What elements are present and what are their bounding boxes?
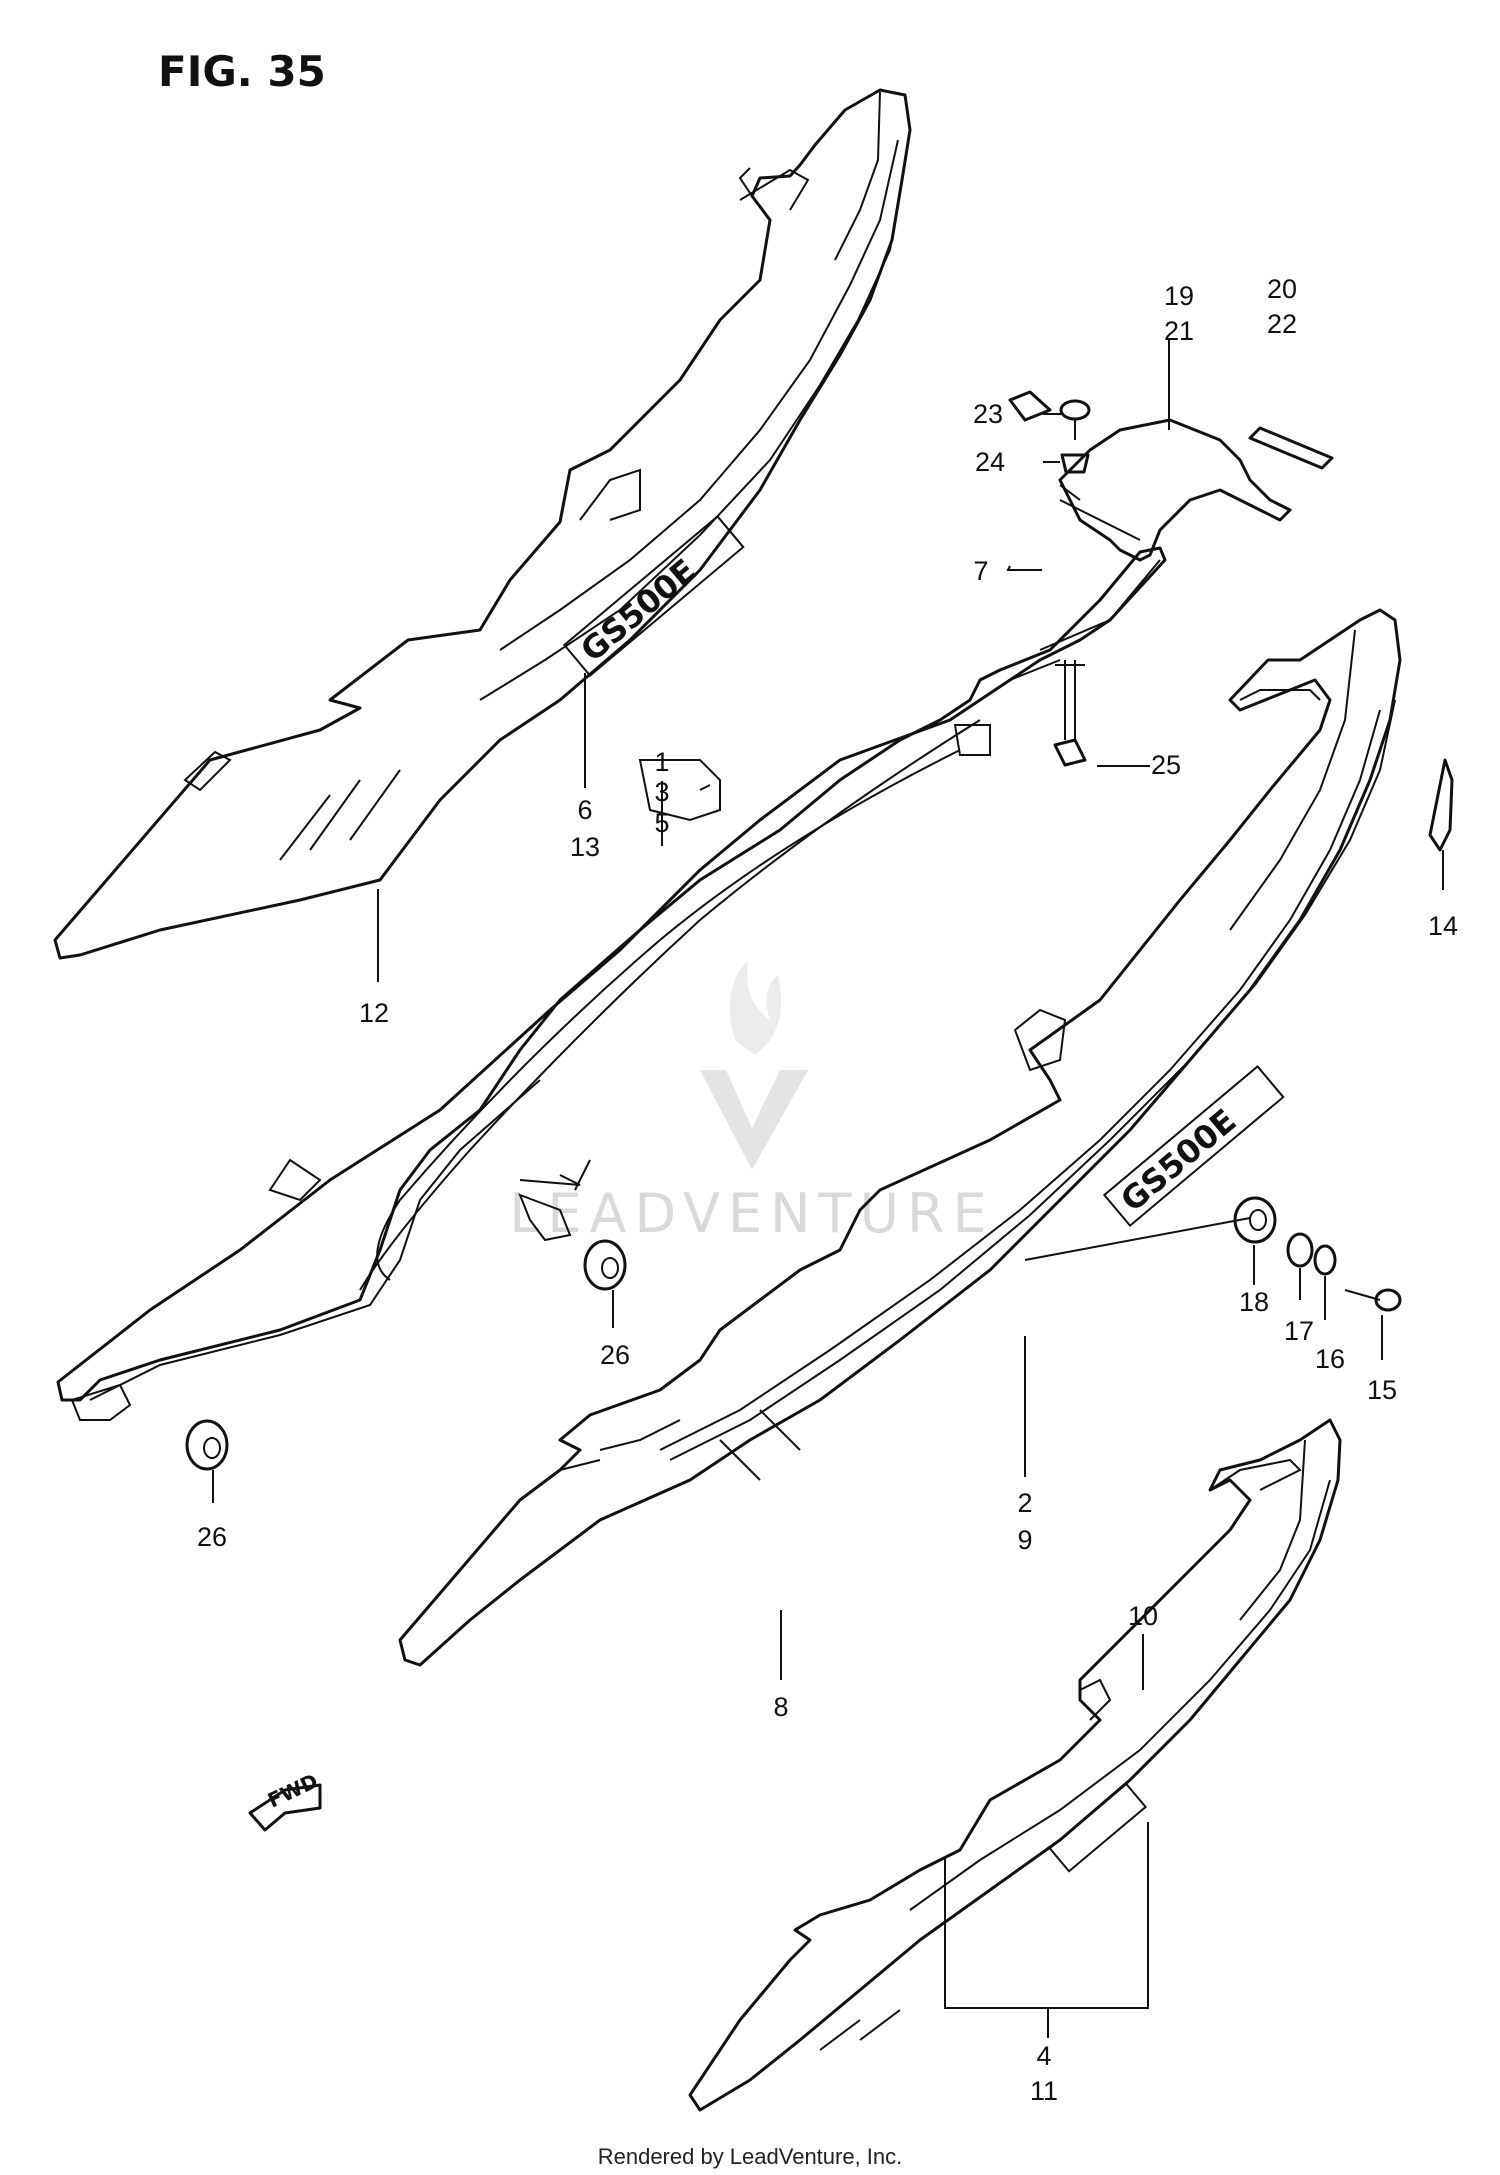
callout-2: 2: [1017, 1488, 1032, 1518]
callout-22: 22: [1267, 309, 1297, 339]
footer-credit: Rendered by LeadVenture, Inc.: [598, 2144, 903, 2169]
watermark-text: LEADVENTURE: [509, 1182, 994, 1245]
right-cover-decal: GS500E: [1102, 1065, 1285, 1228]
watermark-flame-icon: [729, 960, 782, 1055]
callout-21: 21: [1164, 316, 1194, 346]
lower-cover-decal: [1048, 1782, 1148, 1873]
callout-4: 4: [1036, 2041, 1051, 2071]
callout-26-upper: 26: [600, 1340, 630, 1370]
callout-26-lower: 26: [197, 1522, 227, 1552]
svg-text:GS500E: GS500E: [573, 551, 703, 669]
screw-15: [1344, 1288, 1402, 1312]
bracket-part: [1058, 418, 1292, 562]
clip-7: [1008, 390, 1052, 422]
grommet-26-lower: [185, 1419, 229, 1471]
trim-strip: [1248, 426, 1334, 470]
screw-23: [1059, 399, 1091, 440]
callout-8: 8: [773, 1692, 788, 1722]
lower-side-cover: [688, 1418, 1342, 2112]
grommet-24: [1060, 453, 1090, 474]
svg-text:GS500E: GS500E: [1113, 1101, 1243, 1219]
callout-11: 11: [1030, 2076, 1058, 2106]
callout-15: 15: [1367, 1375, 1397, 1405]
callout-18: 18: [1239, 1287, 1269, 1317]
callout-6: 6: [577, 795, 592, 825]
callout-5: 5: [654, 808, 669, 838]
washer-16: [1313, 1244, 1337, 1276]
callout-13: 13: [570, 832, 600, 862]
figure-title: FIG. 35: [158, 47, 326, 96]
callout-10: 10: [1128, 1601, 1158, 1631]
right-side-cover: GS500E: [398, 608, 1402, 1667]
leader-lines: [212, 340, 1444, 2038]
callout-14: 14: [1428, 911, 1458, 941]
callout-16: 16: [1315, 1344, 1345, 1374]
callout-23: 23: [973, 399, 1003, 429]
forward-direction-marker: FWD: [248, 1769, 322, 1832]
callout-24: 24: [975, 447, 1005, 477]
watermark-logo-icon: [700, 1070, 808, 1170]
watermark: LEADVENTURE: [509, 960, 994, 1245]
callout-25: 25: [1151, 750, 1181, 780]
nut-25: [1053, 660, 1087, 767]
callout-12: 12: [359, 998, 389, 1028]
callout-17: 17: [1284, 1316, 1314, 1346]
grommet-26-upper: [583, 1239, 627, 1291]
callout-3: 3: [654, 777, 669, 807]
forward-arrow-label: FWD: [264, 1769, 322, 1813]
callout-labels: 19 21 20 22 23 24 7 25 1 3 5 6 13 14 12 …: [197, 274, 1458, 2106]
frame-cover: [56, 546, 1167, 1421]
callout-19: 19: [1164, 281, 1194, 311]
collar-17: [1286, 1232, 1314, 1268]
clip-14: [1428, 758, 1454, 852]
callout-9: 9: [1017, 1525, 1032, 1555]
callout-1: 1: [654, 747, 669, 777]
callout-20: 20: [1267, 274, 1297, 304]
callout-7: 7: [973, 556, 988, 586]
